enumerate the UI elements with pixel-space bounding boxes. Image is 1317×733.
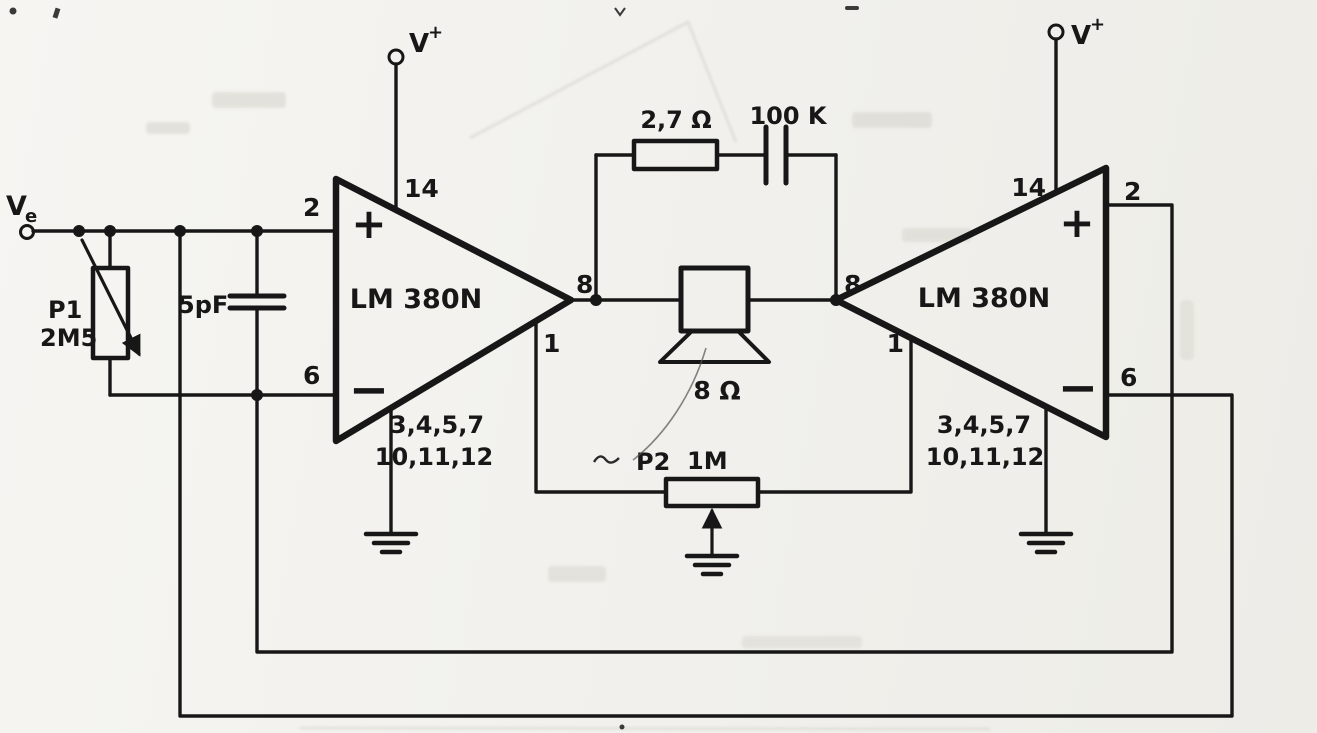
opamp-right-grounded-pins-row2: 10,11,12 [926,443,1044,471]
speaker-box [678,265,751,334]
opamp-right-triangle [832,164,1110,441]
supply-terminal-left: V + [387,22,443,66]
speck [52,7,61,19]
speaker: 8 Ω [658,265,771,405]
junction-dot [104,225,116,237]
scribble-mark [592,455,620,464]
ground-right [1018,531,1074,555]
speck [619,724,625,730]
ground-left [363,531,419,555]
capacitor-5pf-label: 5pF [178,291,228,319]
supply-right-superscript: + [1090,14,1105,35]
junction-dot [174,225,186,237]
annotation-marks [592,347,707,464]
bleed-mark [548,566,606,582]
opamp-right-pin2-label: 2 [1124,177,1141,206]
bleed-mark [742,636,862,648]
p1-wiper-arrow [80,238,141,357]
opamp-left-grounded-pins-row2: 10,11,12 [375,443,493,471]
opamp-right-pin14-label: 14 [1011,173,1046,202]
wire-pin1-right [756,336,913,494]
opamp-left-name: LM 380N [350,284,482,315]
bleed-mark [146,122,190,134]
junction-dot [251,225,263,237]
wire-outer-feedback-loop [178,229,1234,718]
bleed-mark [469,20,738,143]
bleed-mark [1180,300,1194,360]
bleed-mark [852,112,932,128]
opamp-left-pin2-label: 2 [303,193,320,222]
supply-terminal-right: V + [1047,14,1105,51]
opamp-left-grounded-pins-row1: 3,4,5,7 [390,411,484,439]
ground-p2 [684,553,740,577]
junction-dot [73,225,85,237]
opamp-left-minus-input-sign: − [349,362,389,418]
opamp-right-pin1-label: 1 [887,329,904,358]
opamp-left-plus-input-sign: + [351,199,386,248]
supply-right-circle [1047,23,1065,41]
bridge-capacitor-label: 100 K [749,102,827,130]
speaker-impedance-label: 8 Ω [693,376,740,405]
opamp-right-name: LM 380N [918,283,1050,314]
p1-body [90,265,131,361]
supply-left-circle [387,48,405,66]
wire-pin1-left [534,319,668,494]
opamp-right-plus-input-sign: + [1059,198,1094,247]
speck [9,7,17,15]
opamp-right-grounded-pins-row1: 3,4,5,7 [937,411,1031,439]
input-terminal: V e [6,191,37,240]
opamp-right: + − LM 380N 14 2 6 8 1 3,4,5,7 10,11,12 [832,164,1141,471]
opamp-right-pin6-label: 6 [1120,363,1137,392]
bridge-resistor: 2,7 Ω [631,106,720,172]
opamp-left-pin8-label: 8 [576,270,593,299]
p1-name-label: P1 [48,296,82,324]
bridge-resistor-body [631,138,720,172]
input-label: V [6,191,27,222]
speck [614,7,626,17]
opamp-right-pin8-label: 8 [844,270,861,299]
p2-body [663,476,761,509]
p2-value-label: 1M [687,447,728,475]
pencil-leader-line [632,347,707,461]
bridge-resistor-label: 2,7 Ω [640,106,711,134]
p1-value-label: 2M5 [40,324,97,352]
opamp-left-pin6-label: 6 [303,361,320,390]
opamp-left-pin14-label: 14 [404,174,439,203]
bridge-capacitor: 100 K [749,102,828,186]
opamp-left: + − LM 380N 14 2 6 8 1 3,4,5,7 10,11,12 [303,174,593,471]
wire-inner-feedback-loop [255,203,1174,654]
potentiometer-p2: P2 1M [636,447,761,558]
opamp-left-triangle [332,175,575,445]
supply-left-label: V [409,29,429,59]
capacitor-5pf: 5pF [178,291,287,319]
potentiometer-p1: P1 2M5 [40,238,141,361]
supply-right-label: V [1071,21,1091,51]
input-terminal-circle [19,224,35,240]
opamp-right-minus-input-sign: − [1058,360,1098,416]
speck [845,6,859,10]
scan-specks [9,6,859,730]
bleed-mark [299,726,991,731]
supply-left-superscript: + [428,22,443,43]
speaker-cone [658,329,771,364]
input-label-subscript: e [25,206,37,227]
opamp-left-pin1-label: 1 [543,329,560,358]
junction-dot [590,294,602,306]
junction-dot [251,389,263,401]
scan-bleed [146,20,1194,731]
bleed-mark [212,92,286,108]
